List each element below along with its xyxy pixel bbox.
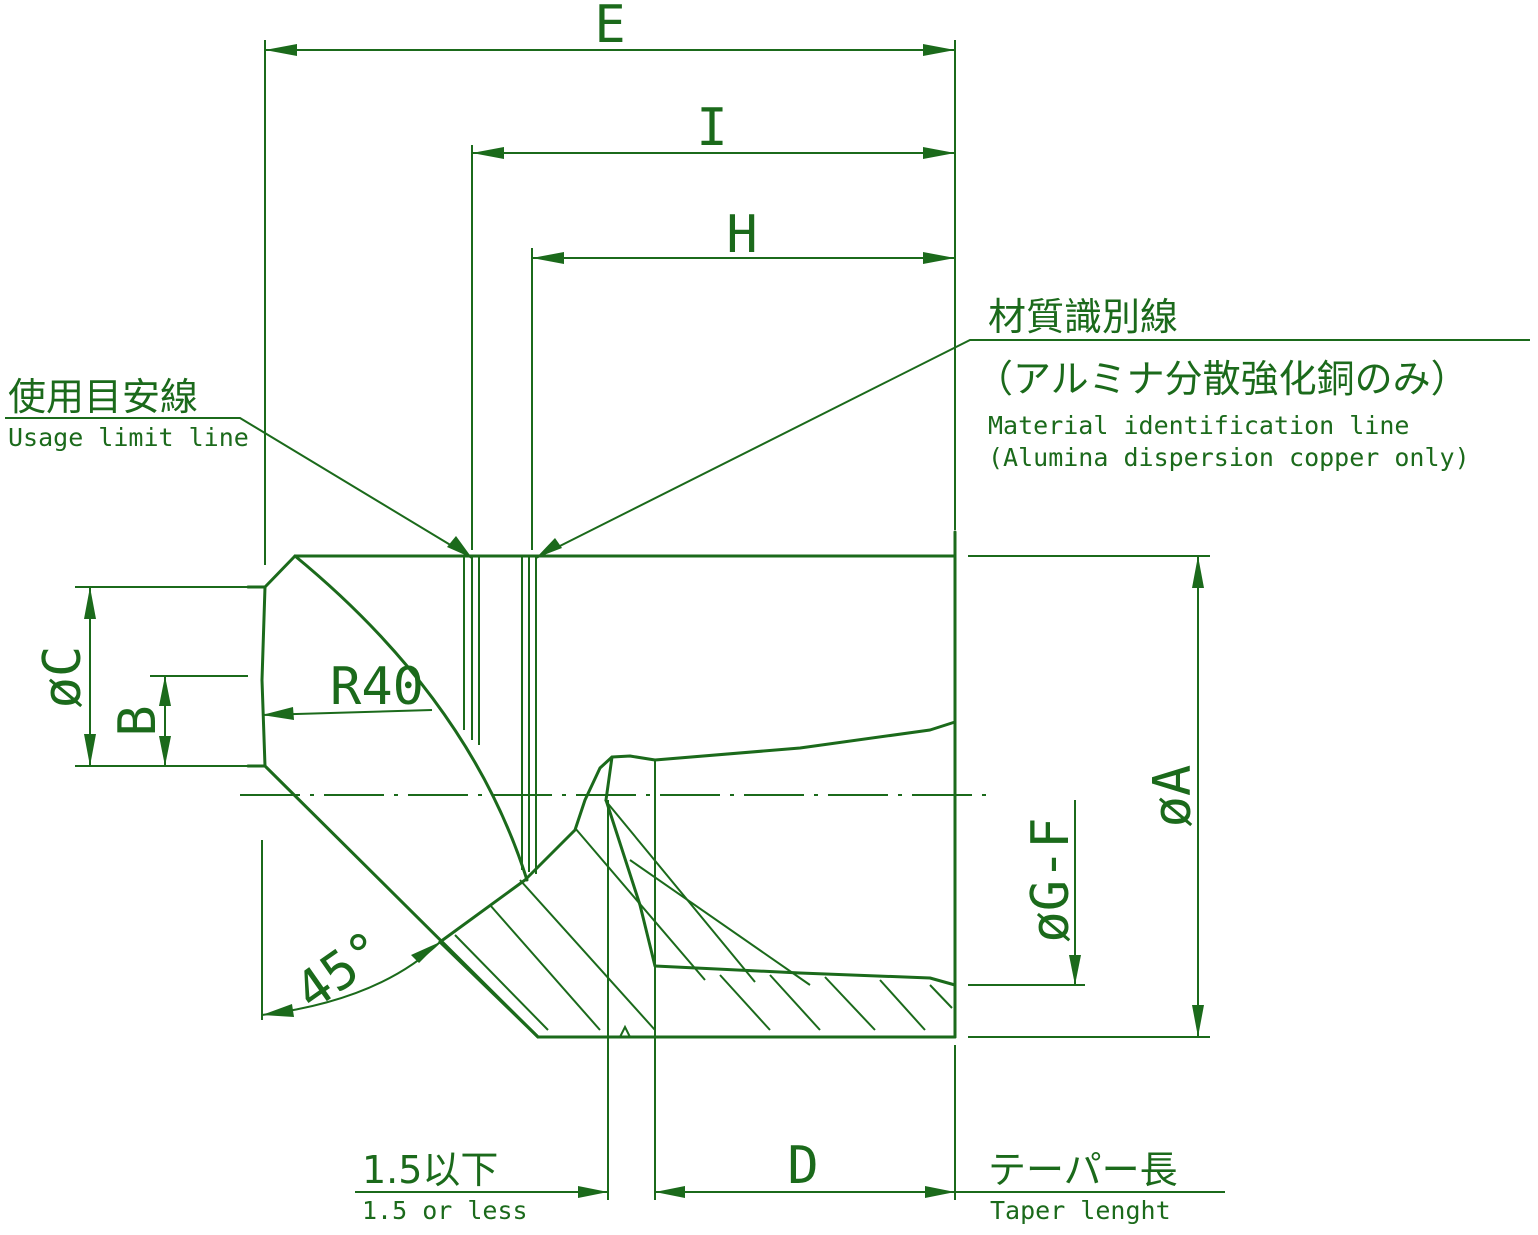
dim-e-label: E — [594, 0, 625, 55]
limit-label-en: 1.5 or less — [362, 1196, 528, 1225]
usage-line-label-jp: 使用目安線 — [8, 375, 198, 419]
hatch-line — [454, 934, 549, 1031]
hatch-line — [719, 974, 771, 1031]
arrowheads — [84, 44, 1204, 1198]
leader-lines — [5, 339, 1530, 1193]
material-line-sub-en: (Alumina dispersion copper only) — [988, 443, 1470, 472]
dim-c-label: øC — [33, 646, 93, 709]
dim-h-label: H — [726, 205, 757, 265]
hatch-line — [929, 984, 953, 1009]
dim-gf-label: øG-F — [1021, 817, 1081, 942]
hatch-line — [489, 904, 601, 1031]
dim-angle-label: 45° — [285, 920, 396, 1023]
hatch-line — [879, 979, 926, 1031]
dimension-lines — [89, 49, 1225, 1193]
taper-label-jp: テーパー長 — [988, 1148, 1178, 1192]
taper-label-en: Taper lenght — [990, 1196, 1171, 1225]
extension-lines — [75, 40, 1210, 1200]
hatch-line — [769, 974, 821, 1031]
dim-r40-label: R40 — [330, 657, 424, 717]
material-line-label-jp: 材質識別線 — [988, 295, 1178, 339]
usage-line-label-en: Usage limit line — [8, 423, 249, 452]
dim-a-label: øA — [1143, 765, 1203, 828]
part-outline — [246, 530, 957, 1039]
limit-label-jp: 1.5以下 — [362, 1148, 498, 1192]
dim-d-label: D — [787, 1136, 818, 1196]
section-hatching — [454, 799, 953, 1031]
material-line-sub-jp: （アルミナ分散強化銅のみ） — [975, 357, 1469, 401]
hatch-line — [629, 859, 811, 986]
dim-i-label: I — [696, 98, 727, 158]
hatch-line — [519, 879, 656, 1031]
material-line-label-en: Material identification line — [988, 411, 1409, 440]
hatch-line — [824, 976, 876, 1031]
dim-b-label: B — [108, 705, 168, 736]
hatch-line — [604, 799, 756, 983]
